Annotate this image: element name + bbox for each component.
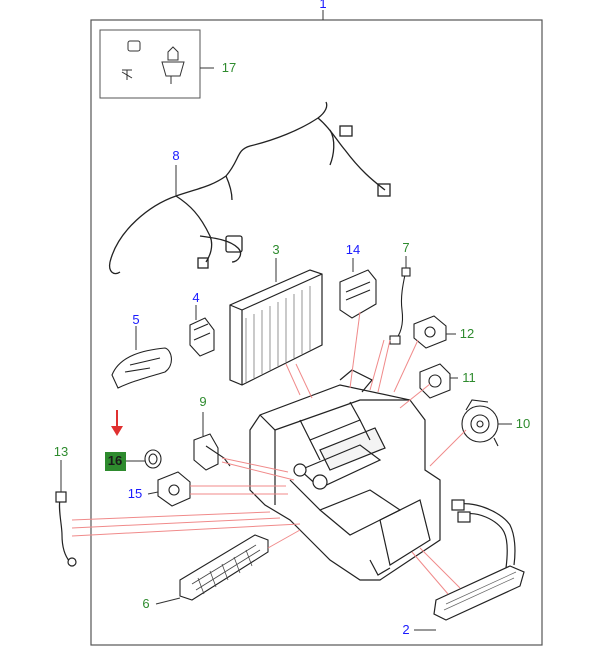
- actuator-12: [413, 315, 447, 349]
- actuator-11: [419, 363, 451, 399]
- callout-12[interactable]: 12: [460, 326, 474, 341]
- callout-3[interactable]: 3: [272, 242, 279, 257]
- evaporator-core: [229, 269, 323, 386]
- heater-housing: [249, 369, 441, 581]
- callout-14[interactable]: 14: [346, 242, 360, 257]
- grommet-part: [144, 449, 162, 469]
- callout-13[interactable]: 13: [54, 444, 68, 459]
- diagram-frame: [90, 19, 543, 646]
- callout-2[interactable]: 2: [402, 622, 409, 637]
- sensor-wire-7: [389, 267, 411, 345]
- callout-16[interactable]: 16: [108, 453, 122, 468]
- callout-10[interactable]: 10: [516, 416, 530, 431]
- highlight-box-16: [105, 452, 126, 471]
- down-arrow-icon: [111, 410, 123, 436]
- fasteners-box: [99, 29, 201, 99]
- bracket-part: [193, 433, 231, 471]
- heater-core: [433, 499, 525, 621]
- callout-17[interactable]: 17: [222, 60, 236, 75]
- callout-4[interactable]: 4: [192, 290, 199, 305]
- callout-15[interactable]: 15: [128, 486, 142, 501]
- callout-7[interactable]: 7: [402, 240, 409, 255]
- callout-5[interactable]: 5: [132, 312, 139, 327]
- leader-15: [147, 491, 159, 495]
- callout-9[interactable]: 9: [199, 394, 206, 409]
- grille-part: [179, 534, 269, 601]
- callout-1[interactable]: 1: [319, 0, 326, 11]
- blower-motor: [461, 399, 499, 447]
- callout-11[interactable]: 11: [462, 370, 476, 385]
- duct-part: [111, 347, 172, 389]
- wiring-harness: [108, 101, 391, 275]
- sensor-part-14: [339, 269, 377, 319]
- callout-8[interactable]: 8: [172, 148, 179, 163]
- assembly-leaders: [71, 311, 467, 595]
- leader-6: [155, 597, 181, 605]
- seal-part: [189, 317, 215, 357]
- fastener-clip: [121, 40, 185, 84]
- actuator-15: [157, 471, 191, 507]
- callout-6[interactable]: 6: [142, 596, 149, 611]
- hose-part: [55, 491, 77, 567]
